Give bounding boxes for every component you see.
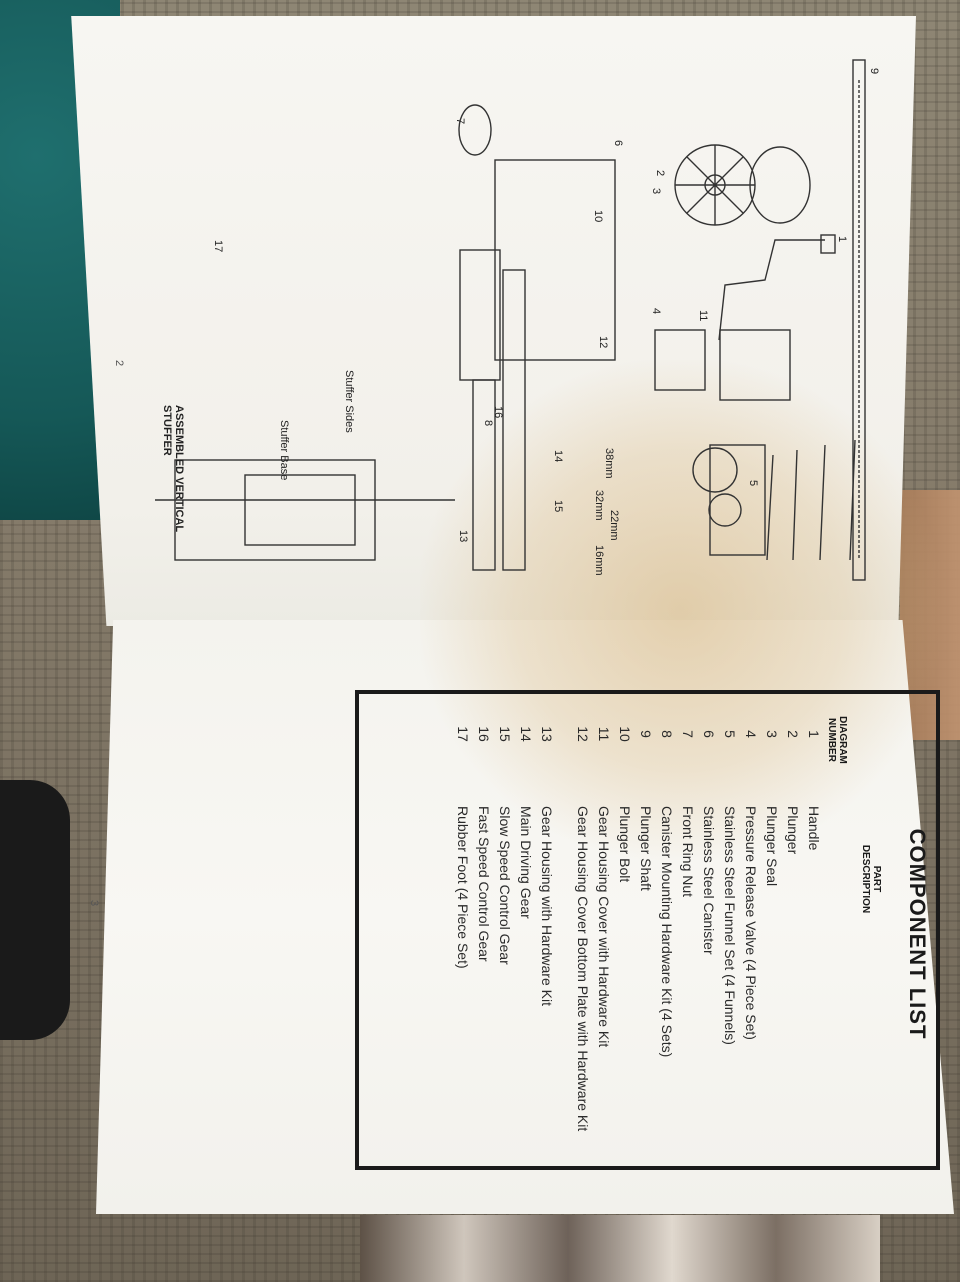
stuffer-side-part <box>502 269 526 571</box>
page-number-left: 2 <box>113 360 125 367</box>
dark-object <box>0 780 70 1040</box>
stuffer-base-part <box>459 249 501 381</box>
callout-13: 13 <box>457 530 469 542</box>
stuffer-sides-label: Stuffer Sides <box>343 370 355 433</box>
funnel-size-38: 38mm <box>603 448 615 479</box>
page-number-right: 3 <box>88 900 100 907</box>
callout-16: 16 <box>492 406 504 418</box>
funnel-set-part <box>766 439 856 561</box>
callout-7: 7 <box>454 118 466 124</box>
description-column-header: PART DESCRIPTION <box>860 844 882 914</box>
callout-4: 4 <box>650 308 662 314</box>
diagram-drawing: 9 1 2 3 4 5 6 7 8 10 11 12 13 14 15 16 1… <box>155 59 880 581</box>
assembled-stuffer-drawing <box>174 459 376 561</box>
callout-14: 14 <box>552 450 564 462</box>
funnel-size-32: 32mm <box>593 490 605 521</box>
callout-11: 11 <box>697 310 709 321</box>
stuffer-base-label: Stuffer Base <box>278 420 290 481</box>
gear-housing-cover-part <box>719 329 791 401</box>
number-column-header: DIAGRAM NUMBER <box>826 716 848 764</box>
gear-housing-part <box>709 444 766 556</box>
bottom-plate-part <box>654 329 706 391</box>
callout-8: 8 <box>482 420 494 426</box>
callout-10: 10 <box>592 210 604 222</box>
callout-12: 12 <box>597 336 609 348</box>
plunger-seal-part <box>749 146 811 224</box>
exploded-diagram: 9 1 2 3 4 5 6 7 8 10 11 12 13 14 15 16 1… <box>95 40 915 600</box>
plunger-shaft-part <box>852 59 866 581</box>
callout-9: 9 <box>868 68 880 74</box>
callout-6: 6 <box>612 140 624 146</box>
handle-part <box>718 239 825 341</box>
funnel-size-16: 16mm <box>593 545 605 576</box>
callout-3: 3 <box>650 188 662 194</box>
callout-1: 1 <box>836 236 848 242</box>
assembled-stuffer-label: ASSEMBLED VERTICAL STUFFER <box>161 405 185 532</box>
callout-2: 2 <box>654 170 666 176</box>
component-list-page: COMPONENT LIST PART DESCRIPTION DIAGRAM … <box>88 690 940 1190</box>
front-ring-nut-part <box>458 104 492 156</box>
canister-part <box>494 159 616 361</box>
callout-5: 5 <box>747 480 759 486</box>
callout-15: 15 <box>552 500 564 512</box>
component-list-box: COMPONENT LIST PART DESCRIPTION DIAGRAM … <box>355 690 940 1170</box>
steel-canisters <box>360 1215 880 1282</box>
funnel-size-22: 22mm <box>608 510 620 541</box>
callout-17: 17 <box>212 240 224 252</box>
component-list-title: COMPONENT LIST <box>905 828 930 1040</box>
